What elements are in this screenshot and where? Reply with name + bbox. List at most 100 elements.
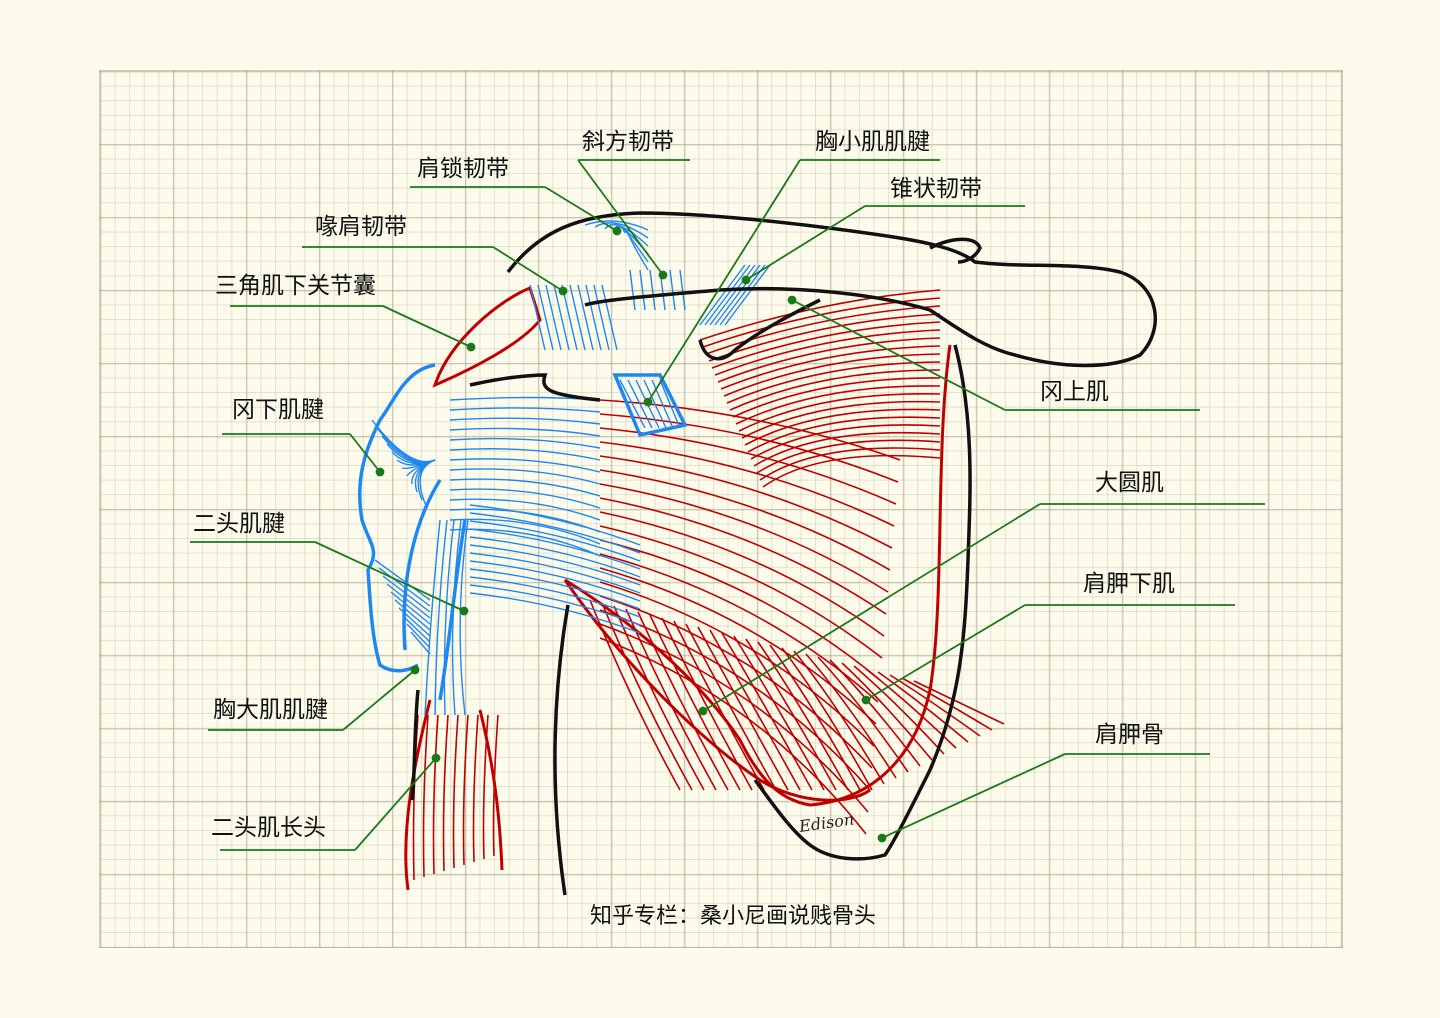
coracoacromial-fiber [561,284,578,351]
biceps-fiber [462,714,469,866]
supraspinatus-fiber [756,439,941,474]
rotator-tendon-fiber [449,427,601,437]
subscap-tendon-fiber [469,584,641,626]
pec-minor-fiber [659,379,681,429]
coracoid-tip [929,237,982,264]
tendon-outlines [358,363,688,701]
leader-line [745,205,866,281]
humerus-shaft [410,604,570,896]
rotator-tendon-fiber [449,437,601,449]
supraspinatus-fiber [720,345,941,390]
leader-dot [861,695,871,705]
subscapularis-fiber [599,427,897,505]
subscapularis-fiber [599,497,887,615]
biceps-fiber [452,714,459,869]
supraspinatus-fiber [735,385,941,425]
coracoacromial-fiber [529,284,546,351]
infraspinatus-fiber [419,459,436,509]
subscap-tendon-fiber [469,528,641,570]
trapezoid-fiber [639,269,646,311]
supraspinatus-fiber [708,313,941,362]
subscap-tendon-fiber [469,592,641,634]
coracoacromial-fiber [545,284,562,351]
biceps-tendon-fiber [434,519,448,716]
teres-major-fiber [697,626,789,791]
biceps-tendon-fiber [424,519,441,716]
leader-line [865,604,1026,701]
teres-major-fiber [865,668,957,749]
biceps-fiber [472,714,479,863]
teres-major-fiber [649,614,741,791]
pec-major-fiber [386,583,431,619]
supraspinatus-fiber [750,424,941,460]
subscap-tendon-fiber [469,536,641,578]
muscle-outlines [404,286,952,891]
teres-major-fiber [901,677,993,731]
teres-major-fiber [757,641,849,791]
subscapularis-fiber [599,609,871,791]
subscap-tendon-fiber [469,568,641,610]
conoid-fiber [709,264,756,326]
label-pec-minor-tendon: 胸小肌肌腱 [815,129,930,155]
pec-major-fiber [374,559,431,601]
biceps-fiber [492,714,499,857]
trapezoid-fiber [679,269,686,311]
teres-major-border [563,579,871,802]
source-credit: 知乎专栏：桑小尼画说贱骨头 [590,904,877,929]
teres-major-fiber [853,665,945,755]
supraspinatus-fiber [753,431,941,467]
conoid-fiber [699,264,746,326]
supraspinatus-fiber [738,392,941,432]
pec-major-fiber [390,591,431,625]
biceps-fiber [422,714,429,878]
teres-major-fiber [637,611,729,791]
coracoacromial-fiber [585,284,602,351]
leader-dot [410,665,420,675]
scapula-spine [698,298,821,361]
subscap-tendon-fiber [469,504,641,546]
rotator-tendon-fiber [449,498,601,521]
teres-major-fiber [805,653,897,779]
teres-major-fiber [685,623,777,791]
leader-dot [375,467,385,477]
supraspinatus-fiber [714,329,941,376]
leader-dot [431,753,441,763]
rotator-tendon-fiber [449,478,601,497]
teres-major-fiber [709,629,801,791]
leader-dot [698,706,708,716]
leader-line [354,757,437,851]
supraspinatus-fiber [762,454,941,488]
subscapularis-fiber [599,483,889,593]
supraspinatus-fiber [717,337,941,383]
teres-major-fiber [733,635,825,791]
subscapularis-fiber [599,581,875,747]
leader-dot [787,295,797,305]
leader-line [314,541,465,612]
glenoid-outline [469,373,601,402]
ac-ligament-fiber [594,222,649,239]
teres-major-fiber [841,662,933,761]
label-supraspinatus: 冈上肌 [1040,379,1109,405]
leader-line [791,299,1006,411]
rotator-tendon-fiber [449,417,601,425]
subscap-tendon-fiber [469,552,641,594]
leader-dot [658,270,668,280]
conoid-fiber [724,264,771,326]
leader-line [342,669,416,731]
conoid-fiber [719,264,766,326]
label-teres-major: 大圆肌 [1095,470,1164,496]
label-scapula: 肩胛骨 [1095,722,1164,748]
label-leaders [190,159,1265,851]
ac-ligament-fiber [584,220,649,231]
leader-line [544,186,618,232]
coracoacromial-fiber [601,284,618,351]
rotator-tendon-fiber [449,518,601,545]
rotator-tendon-fiber [449,528,601,557]
label-acromioclavicular-ligament: 肩锁韧带 [417,156,509,182]
rotator-tendon-fiber [449,488,601,509]
trapezoid-fiber [649,269,656,311]
supraspinatus-fiber [705,305,941,355]
conoid-fiber [704,264,751,326]
subscapularis-fiber [599,469,891,571]
